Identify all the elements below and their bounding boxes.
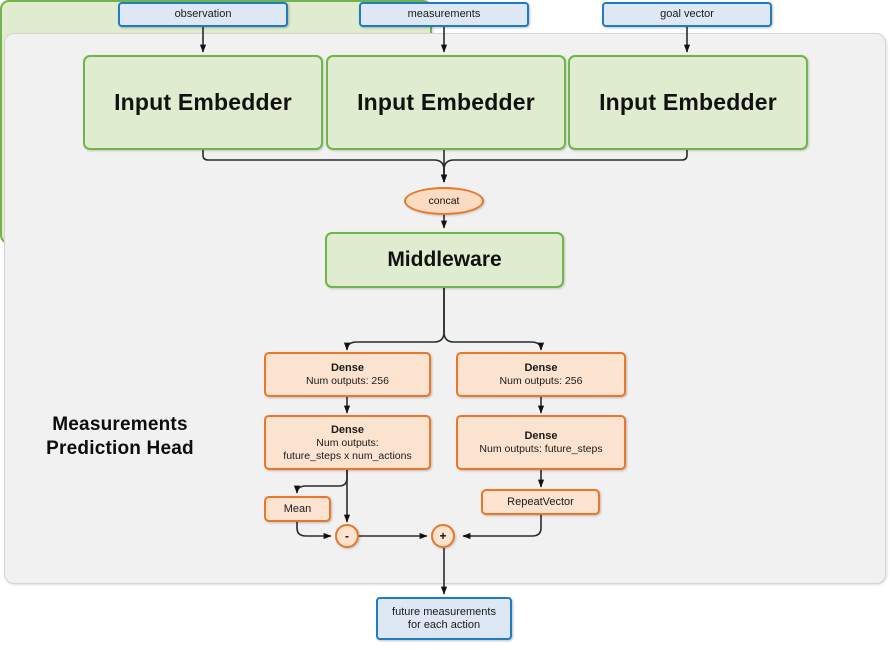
repeat-vector-label: RepeatVector <box>507 496 574 508</box>
input-label-goal-vector[interactable]: goal vector <box>602 2 772 27</box>
left-dense-1-subtitle: Num outputs: 256 <box>306 375 389 387</box>
input-embedder-3[interactable]: Input Embedder <box>568 55 808 150</box>
input-embedder-2[interactable]: Input Embedder <box>326 55 566 150</box>
left-dense-1[interactable]: Dense Num outputs: 256 <box>264 352 431 397</box>
left-dense-2[interactable]: Dense Num outputs: future_steps x num_ac… <box>264 415 431 470</box>
middleware-node[interactable]: Middleware <box>325 232 564 288</box>
right-dense-2-title: Dense <box>524 430 558 442</box>
input-embedder-3-label: Input Embedder <box>599 89 777 115</box>
middleware-label: Middleware <box>387 248 502 271</box>
output-line1: future measurements <box>392 605 496 618</box>
head-title-line1: Measurements <box>52 414 188 435</box>
output-box-future-measurements[interactable]: future measurements for each action <box>376 597 512 640</box>
head-title-line2: Prediction Head <box>46 438 194 459</box>
input-embedder-1-label: Input Embedder <box>114 89 292 115</box>
output-line2: for each action <box>407 618 481 631</box>
input-embedder-1[interactable]: Input Embedder <box>83 55 323 150</box>
concat-node[interactable]: concat <box>404 187 484 215</box>
add-operator[interactable]: + <box>431 524 455 548</box>
concat-label: concat <box>428 195 460 207</box>
input-embedder-2-label: Input Embedder <box>357 89 535 115</box>
subtract-operator-label: - <box>345 529 349 543</box>
input-label-goal-vector-text: goal vector <box>660 8 714 20</box>
left-dense-1-title: Dense <box>330 362 365 374</box>
input-label-observation[interactable]: observation <box>118 2 288 27</box>
mean-node[interactable]: Mean <box>264 496 331 522</box>
left-dense-2-subtitle-line2: future_steps x num_actions <box>283 449 412 462</box>
left-dense-2-title: Dense <box>330 423 365 436</box>
right-dense-1-title: Dense <box>524 362 558 374</box>
right-dense-1[interactable]: Dense Num outputs: 256 <box>456 352 626 397</box>
input-label-observation-text: observation <box>174 8 232 20</box>
right-dense-2[interactable]: Dense Num outputs: future_steps <box>456 415 626 470</box>
right-dense-2-subtitle-line1: Num outputs: future_steps <box>479 443 603 455</box>
left-dense-2-subtitle-line1: Num outputs: <box>316 436 379 449</box>
subtract-operator[interactable]: - <box>335 524 359 548</box>
mean-label: Mean <box>283 503 312 515</box>
right-dense-1-subtitle: Num outputs: 256 <box>499 375 583 387</box>
input-label-measurements[interactable]: measurements <box>359 2 529 27</box>
repeat-vector-node[interactable]: RepeatVector <box>481 489 600 515</box>
head-title: Measurements Prediction Head <box>18 413 222 461</box>
add-operator-label: + <box>439 529 447 543</box>
input-label-measurements-text: measurements <box>407 8 481 20</box>
